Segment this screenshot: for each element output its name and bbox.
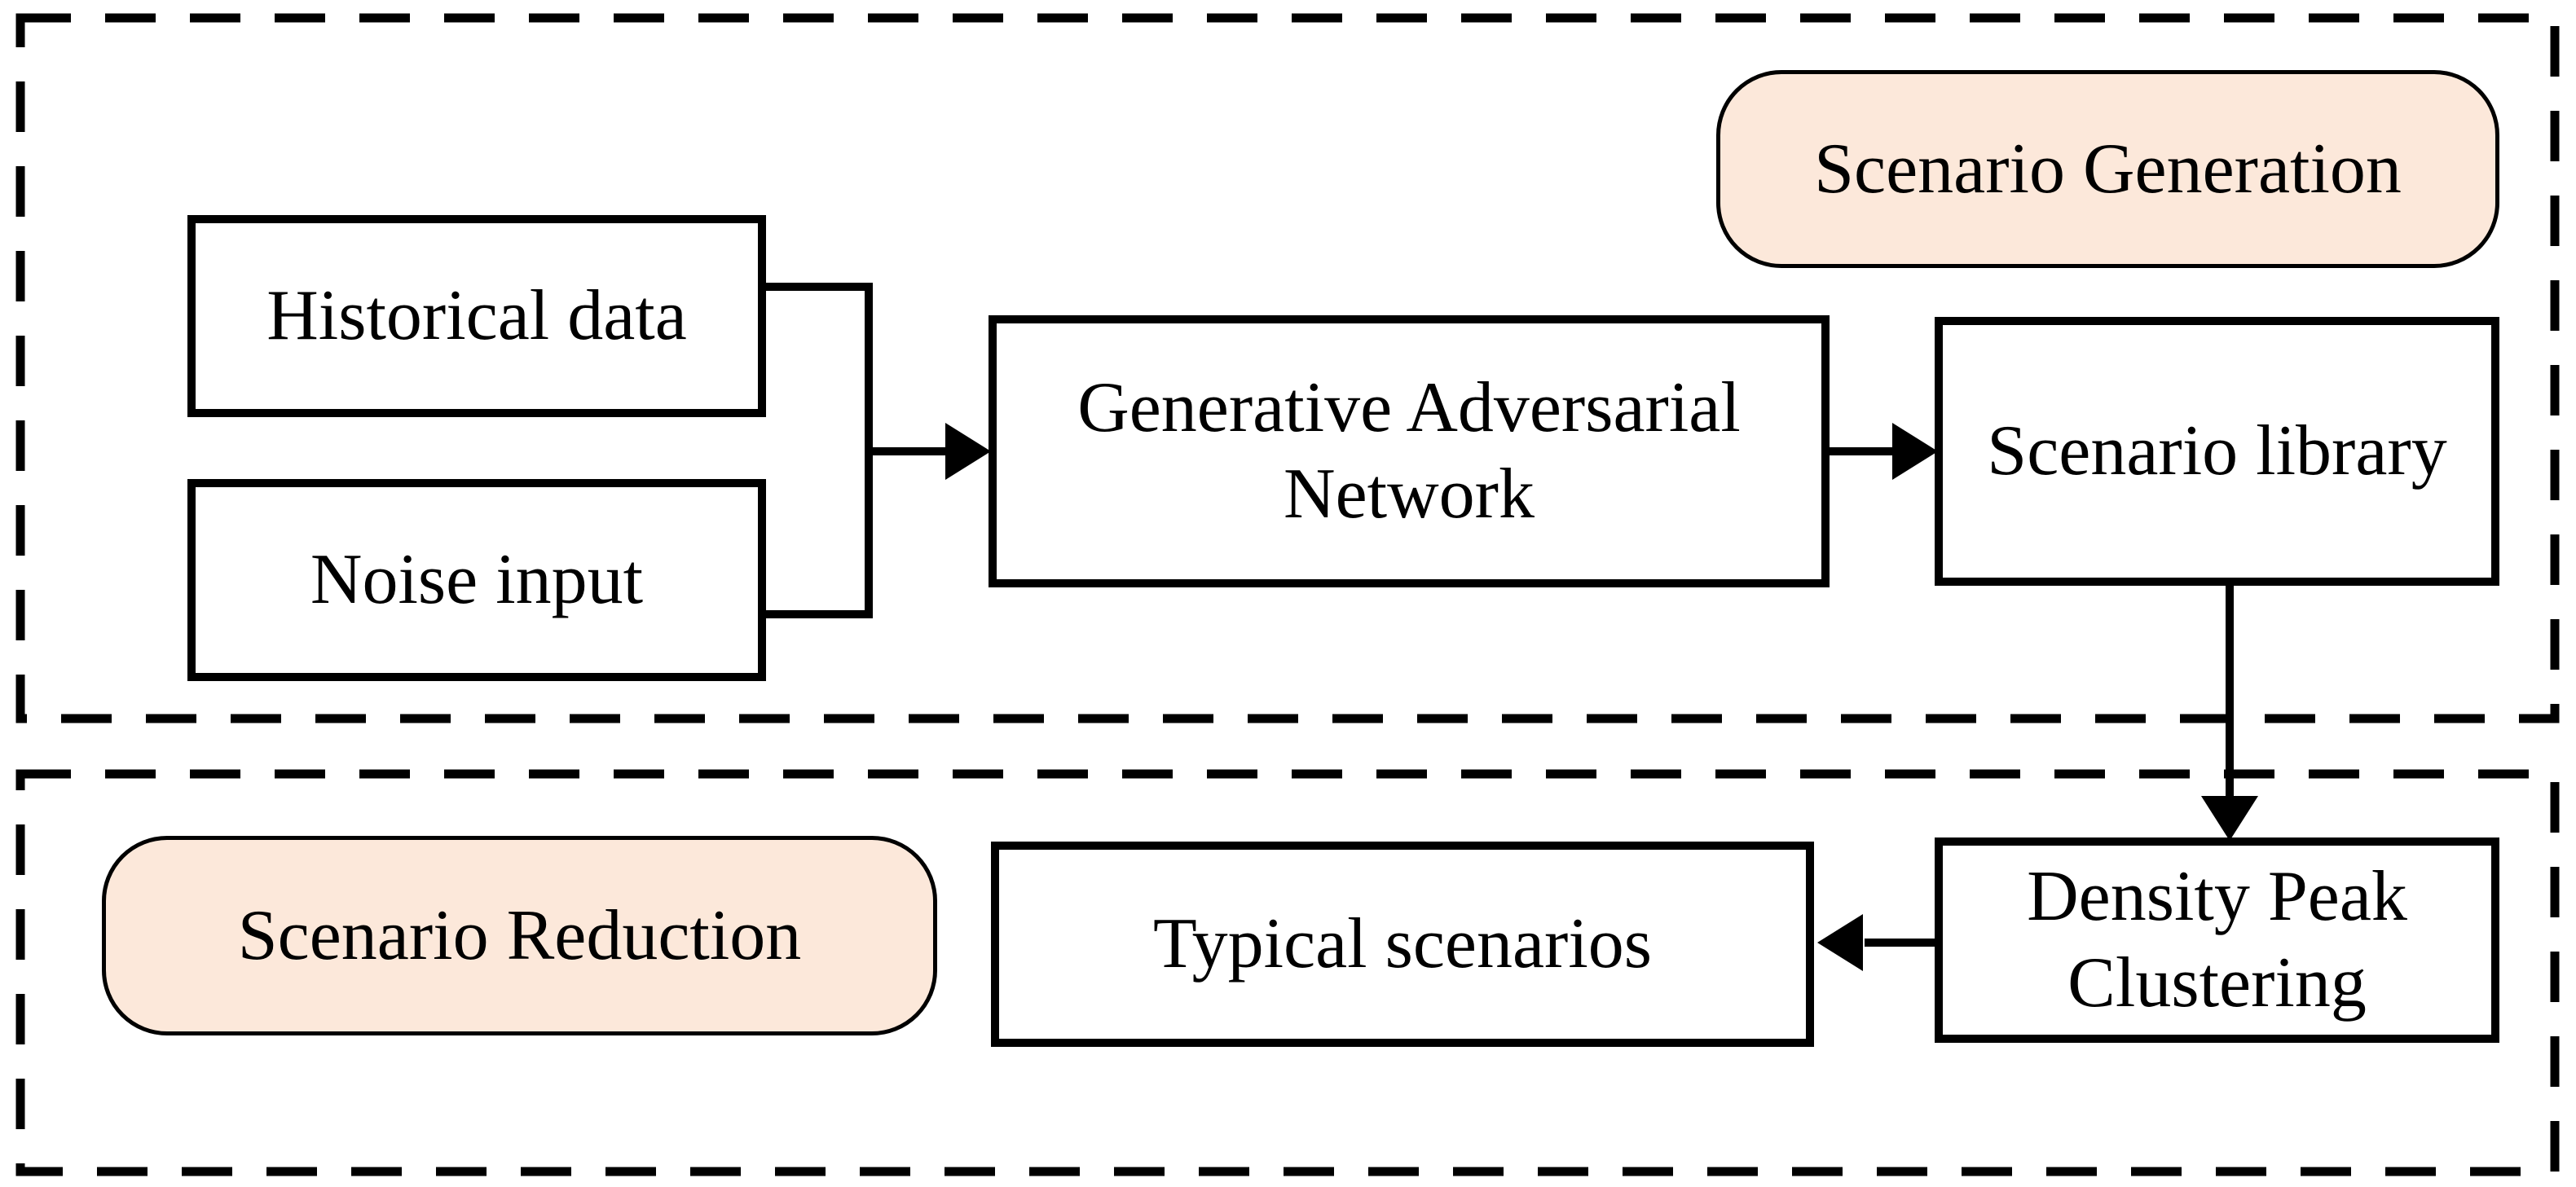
node-typical-scenarios: Typical scenarios [991, 842, 1814, 1047]
node-label-generative-adversarial-network: Generative Adversarial Network [1077, 368, 1741, 534]
node-label-density-peak-clustering: Density Peak Clustering [2027, 857, 2407, 1022]
section-label-scenario-generation: Scenario Generation [1814, 129, 2402, 209]
section-border-scenario-reduction [15, 769, 2560, 1176]
node-label-noise-input: Noise input [310, 540, 644, 620]
edge-library-to-dpc-arrowhead [2201, 796, 2258, 841]
node-historical-data: Historical data [187, 215, 766, 417]
node-noise-input: Noise input [187, 479, 766, 681]
merge-connector-inputs [762, 283, 873, 618]
node-generative-adversarial-network: Generative Adversarial Network [989, 315, 1830, 587]
section-pill-scenario-generation: Scenario Generation [1716, 70, 2499, 268]
node-scenario-library: Scenario library [1935, 317, 2499, 586]
node-label-typical-scenarios: Typical scenarios [1152, 904, 1653, 984]
edge-gan-to-library-arrowhead [1892, 423, 1938, 480]
node-label-historical-data: Historical data [266, 276, 687, 356]
edge-dpc-to-typical-arrowhead [1817, 914, 1863, 971]
edge-inputs-to-gan-arrowhead [945, 423, 991, 480]
node-label-scenario-library: Scenario library [1987, 411, 2447, 491]
section-pill-scenario-reduction: Scenario Reduction [102, 836, 937, 1035]
section-label-scenario-reduction: Scenario Reduction [237, 895, 802, 975]
node-density-peak-clustering: Density Peak Clustering [1935, 837, 2499, 1043]
section-border-scenario-generation [15, 13, 2560, 723]
